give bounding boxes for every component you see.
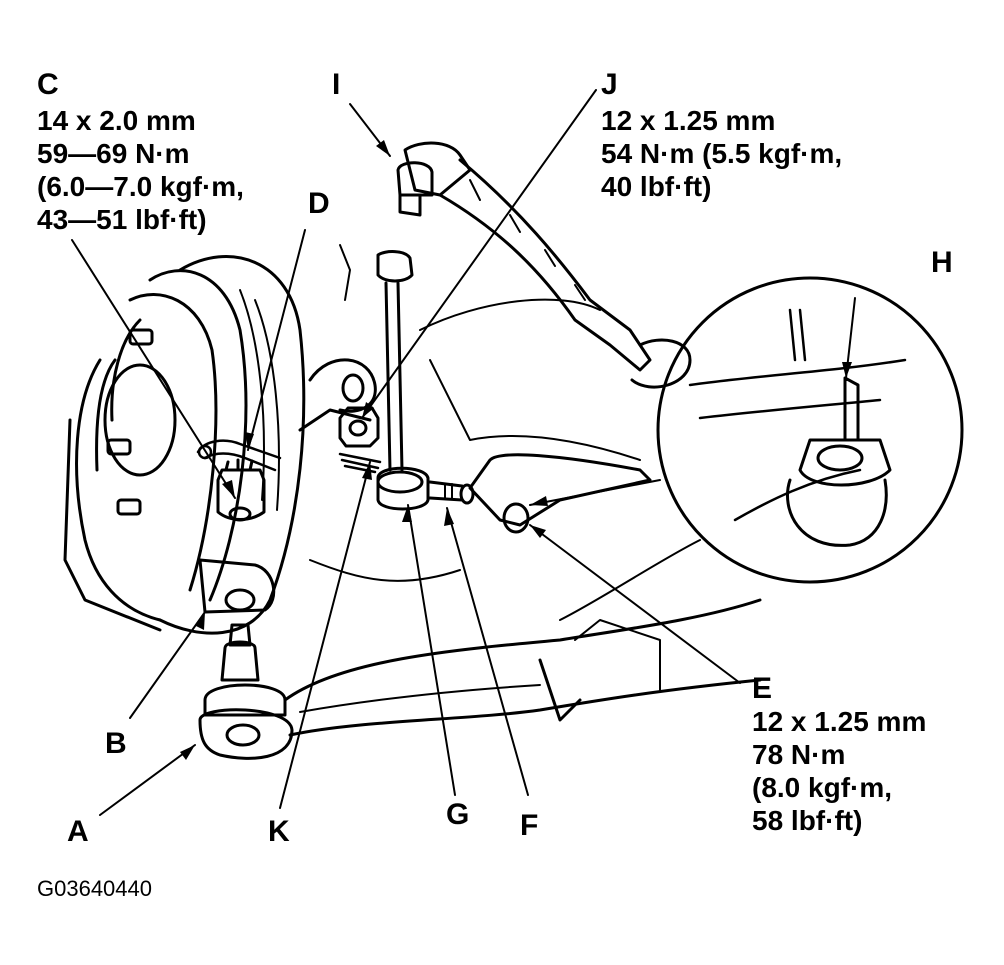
callout-e-spec-2: 78 N·m	[752, 739, 846, 770]
arrowhead-f	[444, 508, 454, 526]
arrowhead-c	[222, 480, 235, 498]
callout-b-letter: B	[105, 727, 127, 760]
castle-nut-c	[216, 458, 266, 522]
arrowhead-e	[530, 525, 546, 538]
brake-rotor	[63, 255, 306, 635]
callout-g-letter: G	[446, 798, 470, 831]
stabilizer-link	[339, 244, 414, 472]
callout-j-spec-2: 54 N·m (5.5 kgf·m,	[601, 138, 843, 169]
arrowhead-i	[376, 140, 390, 156]
callout-j-spec-3: 40 lbf·ft)	[601, 171, 712, 202]
callout-c-spec-1: 14 x 2.0 mm	[37, 105, 196, 136]
detail-inset	[656, 276, 964, 584]
callout-e-spec-3: (8.0 kgf·m,	[752, 772, 893, 803]
link-lower-assembly	[376, 453, 652, 534]
callout-e-letter: E	[752, 672, 773, 705]
figure-code: G03640440	[37, 876, 152, 901]
callout-a-letter: A	[67, 815, 89, 848]
tie-rod-end-i	[396, 141, 692, 389]
arrowhead-g	[402, 505, 412, 522]
arrowhead-a	[180, 745, 195, 760]
callout-c-spec-2: 59—69 N·m	[37, 138, 190, 169]
callout-e-spec-1: 12 x 1.25 mm	[752, 706, 927, 737]
arrowheads	[180, 140, 852, 760]
arrowhead-k	[362, 462, 372, 480]
callout-j-letter: J	[601, 68, 618, 101]
cotter-pin-k	[338, 452, 382, 474]
arrowhead-d	[245, 432, 254, 450]
nut-j	[338, 406, 380, 448]
lower-arm	[198, 598, 762, 760]
arrowhead-b	[196, 612, 205, 630]
background-structure	[309, 298, 701, 621]
callout-c-spec-4: 43—51 lbf·ft)	[37, 204, 207, 235]
callout-f-letter: F	[520, 809, 539, 842]
arrowhead-j	[362, 402, 374, 418]
callout-c-letter: C	[37, 68, 59, 101]
arrowhead-e-top	[530, 496, 548, 506]
arrowhead-h	[842, 362, 852, 378]
callout-c-spec-3: (6.0—7.0 kgf·m,	[37, 171, 244, 202]
knuckle	[198, 358, 377, 614]
callout-h-letter: H	[931, 246, 953, 279]
callout-d-letter: D	[308, 187, 330, 220]
callout-j-spec-1: 12 x 1.25 mm	[601, 105, 776, 136]
callout-k-letter: K	[268, 815, 290, 848]
callout-e-spec-4: 58 lbf·ft)	[752, 805, 863, 836]
callout-i-letter: I	[332, 68, 341, 101]
